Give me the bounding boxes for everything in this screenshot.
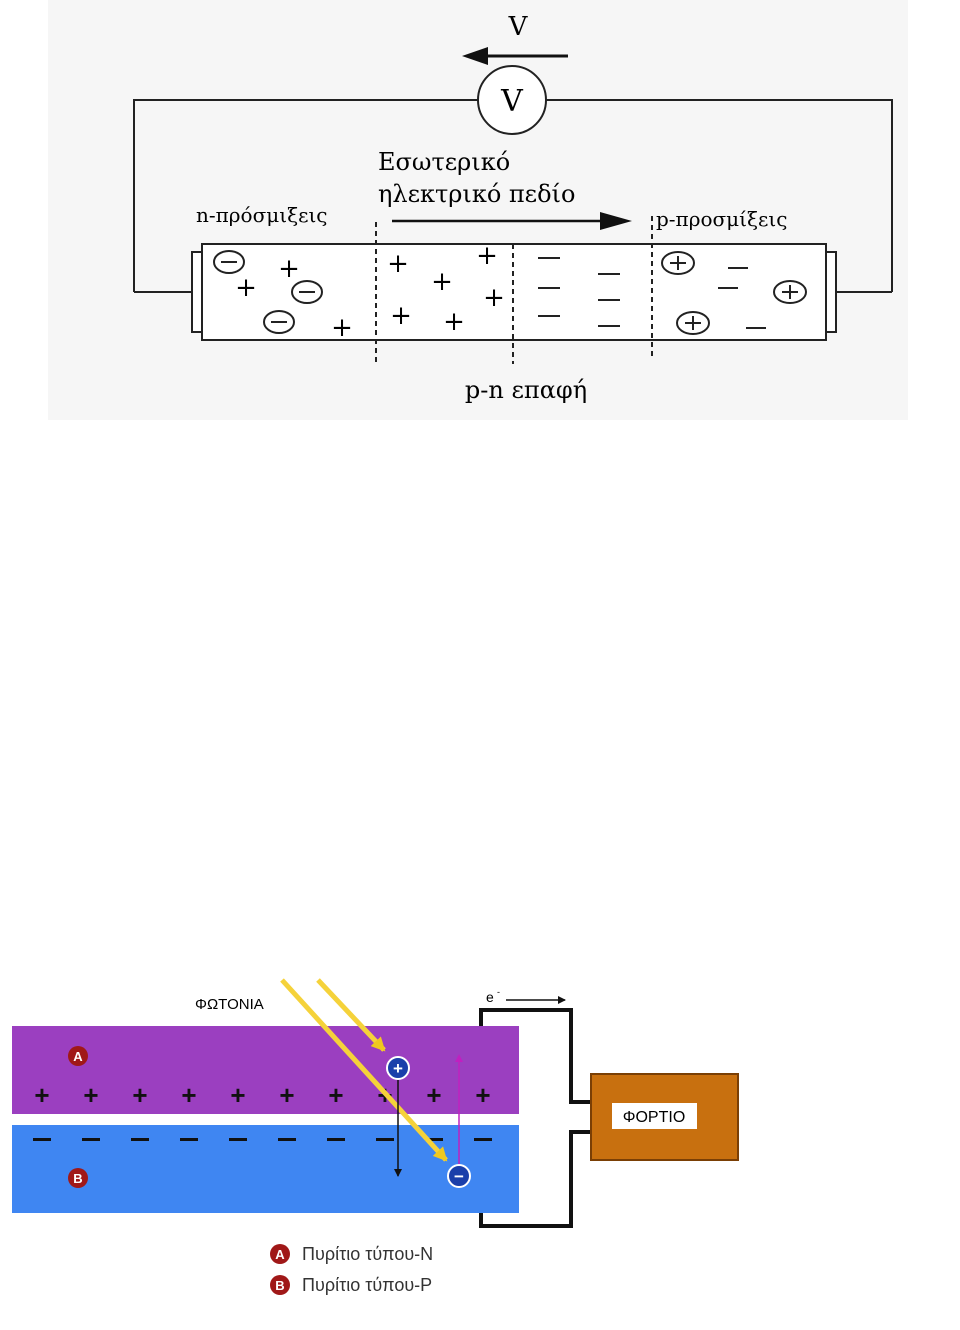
n-layer-plus-sign: + <box>34 1080 49 1110</box>
n-layer-plus-sign: + <box>328 1080 343 1110</box>
n-layer-plus-sign: + <box>475 1080 490 1110</box>
electron-flow-sup: - <box>497 987 500 997</box>
photon-ray-2 <box>316 978 386 1052</box>
p-layer-minus-sign <box>327 1138 345 1141</box>
n-region-charges: + + + <box>213 250 353 343</box>
layer-b-marker <box>68 1168 88 1188</box>
layer-a-marker <box>68 1046 88 1066</box>
n-layer-plus-sign: + <box>132 1080 147 1110</box>
electron-circle <box>291 280 323 304</box>
voltage-arrow-label: V <box>508 12 529 42</box>
legend-item-b-text: Πυρίτιο τύπου-P <box>302 1275 432 1295</box>
electron-circle <box>263 310 295 334</box>
voltmeter-label: V <box>500 84 524 119</box>
electron-symbol: − <box>454 1167 464 1186</box>
circuit-wire-top <box>479 1008 591 1104</box>
p-region-label: p-προσμίξεις <box>656 207 787 231</box>
n-layer-plus-sign: + <box>230 1080 245 1110</box>
n-layer-plus-sign: + <box>426 1080 441 1110</box>
layer-b-marker-text: B <box>73 1171 82 1186</box>
p-layer-minus-sign <box>376 1138 394 1141</box>
depletion-negative-charges <box>538 257 620 327</box>
plus-ion: + <box>483 283 505 313</box>
n-layer-plus-row: ++++++++++ <box>34 1080 490 1110</box>
p-layer-minus-sign <box>278 1138 296 1141</box>
n-layer-plus-sign: + <box>279 1080 294 1110</box>
pn-junction-figure: V V Εσωτερικό ηλεκτρικό πεδίο n-πρόσμιξε… <box>48 0 908 420</box>
electron-icon <box>447 1164 471 1188</box>
field-title-line1: Εσωτερικό <box>378 148 510 176</box>
junction-label: p-n επαφή <box>465 376 587 404</box>
photon-ray-1 <box>280 978 448 1162</box>
depletion-positive-charges: + + + + + + <box>387 241 505 337</box>
plus-ion: + <box>431 267 453 297</box>
plus-ion: + <box>235 273 257 303</box>
circuit-wire-bottom <box>479 1130 591 1228</box>
circuit-wire-left <box>133 99 478 292</box>
left-contact <box>191 251 203 333</box>
plus-ion: + <box>443 307 465 337</box>
p-layer-minus-sign <box>474 1138 492 1141</box>
p-layer-minus-sign <box>33 1138 51 1141</box>
photons-label: ΦΩΤΟΝΙΑ <box>195 996 264 1013</box>
n-region-label: n-πρόσμιξεις <box>196 203 328 227</box>
field-title-line2: ηλεκτρικό πεδίο <box>378 180 575 208</box>
internal-field-arrow-head <box>600 212 632 230</box>
hole-icon <box>386 1056 410 1080</box>
n-type-layer <box>12 1026 519 1114</box>
legend-marker-a <box>270 1244 290 1264</box>
layer-a-marker-text: A <box>73 1049 83 1064</box>
figure1-background <box>48 0 908 420</box>
hole-circle <box>773 280 807 304</box>
n-layer-plus-sign: + <box>181 1080 196 1110</box>
p-layer-minus-sign <box>82 1138 100 1141</box>
legend-marker-b-text: B <box>275 1278 284 1293</box>
hole-circle <box>676 311 710 335</box>
plus-ion: + <box>278 254 300 284</box>
legend: A Πυρίτιο τύπου-N B Πυρίτιο τύπου-P <box>270 1244 433 1295</box>
solar-cell-figure: A B ++++++++++ ΦΩΤΟΝΙΑ + − e - ΦΟΡΤΙΟ A <box>12 978 739 1295</box>
n-layer-plus-sign: + <box>83 1080 98 1110</box>
p-layer-minus-sign <box>180 1138 198 1141</box>
electron-flow-label: e <box>486 989 494 1005</box>
voltage-arrow-head <box>462 47 488 65</box>
legend-marker-b <box>270 1275 290 1295</box>
load-label-box <box>612 1103 697 1129</box>
p-layer-minus-row <box>33 1138 492 1141</box>
circuit-wire-right <box>546 99 893 292</box>
plus-ion: + <box>387 249 409 279</box>
legend-marker-a-text: A <box>275 1247 285 1262</box>
electron-circle <box>213 250 245 274</box>
hole-circle <box>661 251 695 275</box>
plus-ion: + <box>331 313 353 343</box>
plus-ion: + <box>476 241 498 271</box>
p-region-charges <box>661 251 807 335</box>
p-layer-minus-sign <box>425 1138 443 1141</box>
right-contact <box>825 251 837 333</box>
p-layer-minus-sign <box>131 1138 149 1141</box>
voltmeter-icon <box>477 65 547 135</box>
plus-ion: + <box>390 301 412 331</box>
legend-item-a-text: Πυρίτιο τύπου-N <box>302 1244 433 1264</box>
load-label: ΦΟΡΤΙΟ <box>623 1109 686 1126</box>
p-layer-minus-sign <box>229 1138 247 1141</box>
hole-symbol: + <box>393 1059 403 1078</box>
